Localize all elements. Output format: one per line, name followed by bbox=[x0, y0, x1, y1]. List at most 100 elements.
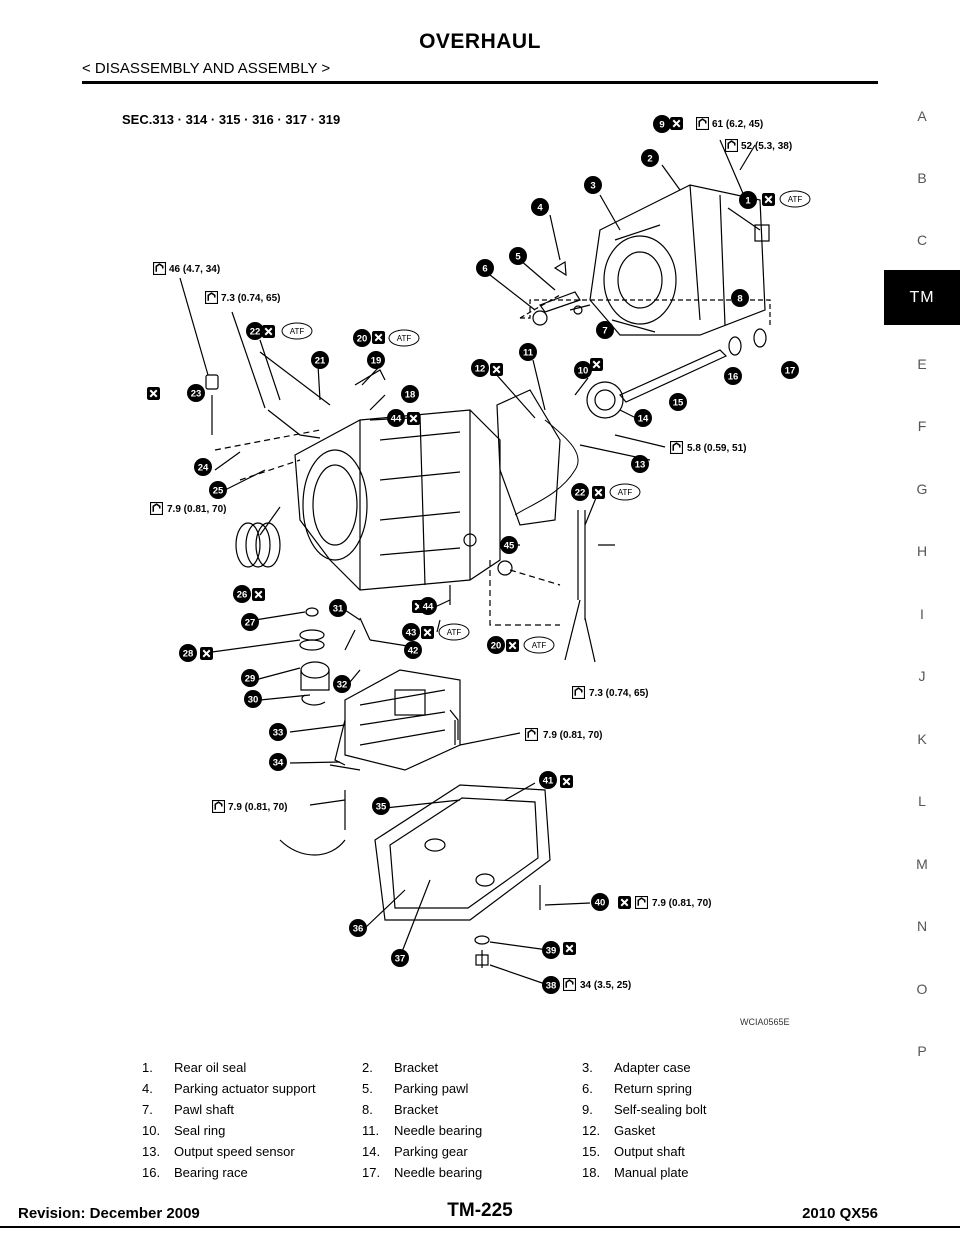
callout-number: 29 bbox=[245, 674, 256, 685]
callout-bubble bbox=[391, 949, 409, 967]
index-letter-f[interactable]: F bbox=[917, 418, 927, 434]
torque-label: 5.8 (0.59, 51) bbox=[687, 443, 746, 454]
callout-number: 34 bbox=[273, 758, 284, 769]
callout-25: 25 bbox=[209, 481, 227, 499]
spec-symbols bbox=[147, 117, 811, 991]
revision-date: Revision: December 2009 bbox=[18, 1205, 200, 1222]
callout-bubble bbox=[542, 976, 560, 994]
callout-number: 12 bbox=[475, 364, 486, 375]
callout-bubble bbox=[631, 455, 649, 473]
callout-11: 11 bbox=[519, 343, 537, 361]
atf-label: ATF bbox=[447, 628, 462, 637]
side-index: A B C E F G H I J K L M N O P bbox=[880, 0, 960, 1242]
callout-34: 34 bbox=[269, 753, 287, 771]
callout-number: 45 bbox=[504, 541, 515, 552]
callout-bubble bbox=[574, 361, 592, 379]
callout-number: 40 bbox=[595, 898, 606, 909]
callout-number: 32 bbox=[337, 680, 348, 691]
callout-36: 36 bbox=[349, 919, 367, 937]
callout-bubble bbox=[187, 384, 205, 402]
callout-number: 44 bbox=[423, 602, 434, 613]
index-letter-e[interactable]: E bbox=[917, 356, 927, 372]
callout-bubble bbox=[781, 361, 799, 379]
torque-label: 7.9 (0.81, 70) bbox=[652, 898, 711, 909]
callout-bubble bbox=[542, 941, 560, 959]
parts-legend: 1.Rear oil seal 2.Bracket 3.Adapter case… bbox=[142, 1060, 802, 1186]
index-letter-b[interactable]: B bbox=[917, 170, 927, 186]
callout-bubble bbox=[246, 322, 264, 340]
footer-rule bbox=[0, 1226, 960, 1228]
callout-10: 10 bbox=[574, 361, 592, 379]
index-letter-n[interactable]: N bbox=[916, 918, 928, 934]
legend-item: 13.Output speed sensor bbox=[142, 1144, 295, 1159]
callout-bubble bbox=[669, 393, 687, 411]
callout-number: 19 bbox=[371, 356, 382, 367]
callout-bubble bbox=[531, 198, 549, 216]
callout-bubble bbox=[500, 536, 518, 554]
callout-43: 43 bbox=[402, 623, 420, 641]
transmission-case-drawing bbox=[294, 409, 501, 591]
callout-39: 39 bbox=[542, 941, 560, 959]
legend-row: 7.Pawl shaft 8.Bracket 9.Self-sealing bo… bbox=[142, 1102, 802, 1123]
legend-item: 2.Bracket bbox=[362, 1060, 439, 1075]
callout-8: 8 bbox=[731, 289, 749, 307]
atf-label: ATF bbox=[788, 195, 803, 204]
callout-number: 16 bbox=[728, 372, 739, 383]
index-letter-a[interactable]: A bbox=[917, 108, 927, 124]
callout-6: 6 bbox=[476, 259, 494, 277]
index-letter-o[interactable]: O bbox=[916, 981, 928, 997]
oil-pan-drawing bbox=[374, 784, 551, 921]
torque-label: 7.3 (0.74, 65) bbox=[589, 688, 648, 699]
parking-pawl-drawing bbox=[532, 260, 591, 326]
atf-label: ATF bbox=[618, 488, 633, 497]
callout-number: 9 bbox=[659, 120, 664, 131]
callout-16: 16 bbox=[724, 367, 742, 385]
callout-1: 1 bbox=[739, 191, 757, 209]
callout-40: 40 bbox=[591, 893, 609, 911]
figure-code: WCIA0565E bbox=[740, 1017, 790, 1027]
callout-number: 5 bbox=[515, 252, 521, 263]
callout-bubble bbox=[591, 893, 609, 911]
callout-number: 38 bbox=[546, 981, 557, 992]
callout-22: 22 bbox=[246, 322, 264, 340]
callout-number: 44 bbox=[391, 414, 402, 425]
callout-24: 24 bbox=[194, 458, 212, 476]
index-letter-c[interactable]: C bbox=[916, 232, 928, 248]
callout-number: 11 bbox=[523, 348, 534, 359]
callout-28: 28 bbox=[179, 644, 197, 662]
legend-item: 15.Output shaft bbox=[582, 1144, 685, 1159]
index-letter-m[interactable]: M bbox=[916, 856, 928, 872]
atf-label: ATF bbox=[532, 641, 547, 650]
callout-26: 26 bbox=[233, 585, 251, 603]
callout-number: 35 bbox=[376, 802, 387, 813]
callout-bubble bbox=[731, 289, 749, 307]
callout-13: 13 bbox=[631, 455, 649, 473]
callout-number: 21 bbox=[315, 356, 326, 367]
callout-number: 33 bbox=[273, 728, 284, 739]
callout-bubble bbox=[372, 797, 390, 815]
callout-bubble bbox=[387, 409, 405, 427]
index-letter-l[interactable]: L bbox=[918, 793, 926, 809]
callout-33: 33 bbox=[269, 723, 287, 741]
index-letter-i[interactable]: I bbox=[920, 606, 924, 622]
callout-29: 29 bbox=[241, 669, 259, 687]
index-letter-k[interactable]: K bbox=[917, 731, 927, 747]
callout-bubble bbox=[333, 675, 351, 693]
callout-number: 31 bbox=[333, 604, 344, 615]
index-letter-p[interactable]: P bbox=[917, 1043, 927, 1059]
callout-number: 43 bbox=[406, 628, 417, 639]
index-tab-tm[interactable]: TM bbox=[884, 270, 960, 325]
index-letter-h[interactable]: H bbox=[916, 543, 928, 559]
index-letter-j[interactable]: J bbox=[918, 668, 926, 684]
legend-item: 12.Gasket bbox=[582, 1123, 656, 1138]
index-letter-g[interactable]: G bbox=[916, 481, 928, 497]
legend-item: 1.Rear oil seal bbox=[142, 1060, 247, 1075]
page-title: OVERHAUL bbox=[419, 30, 541, 53]
legend-item: 3.Adapter case bbox=[582, 1060, 691, 1075]
gasket-drawing bbox=[496, 389, 579, 526]
callout-bubble bbox=[329, 599, 347, 617]
callout-44: 44 bbox=[419, 597, 437, 615]
callout-bubble bbox=[402, 623, 420, 641]
callout-number: 1 bbox=[745, 196, 751, 207]
callout-5: 5 bbox=[509, 247, 527, 265]
